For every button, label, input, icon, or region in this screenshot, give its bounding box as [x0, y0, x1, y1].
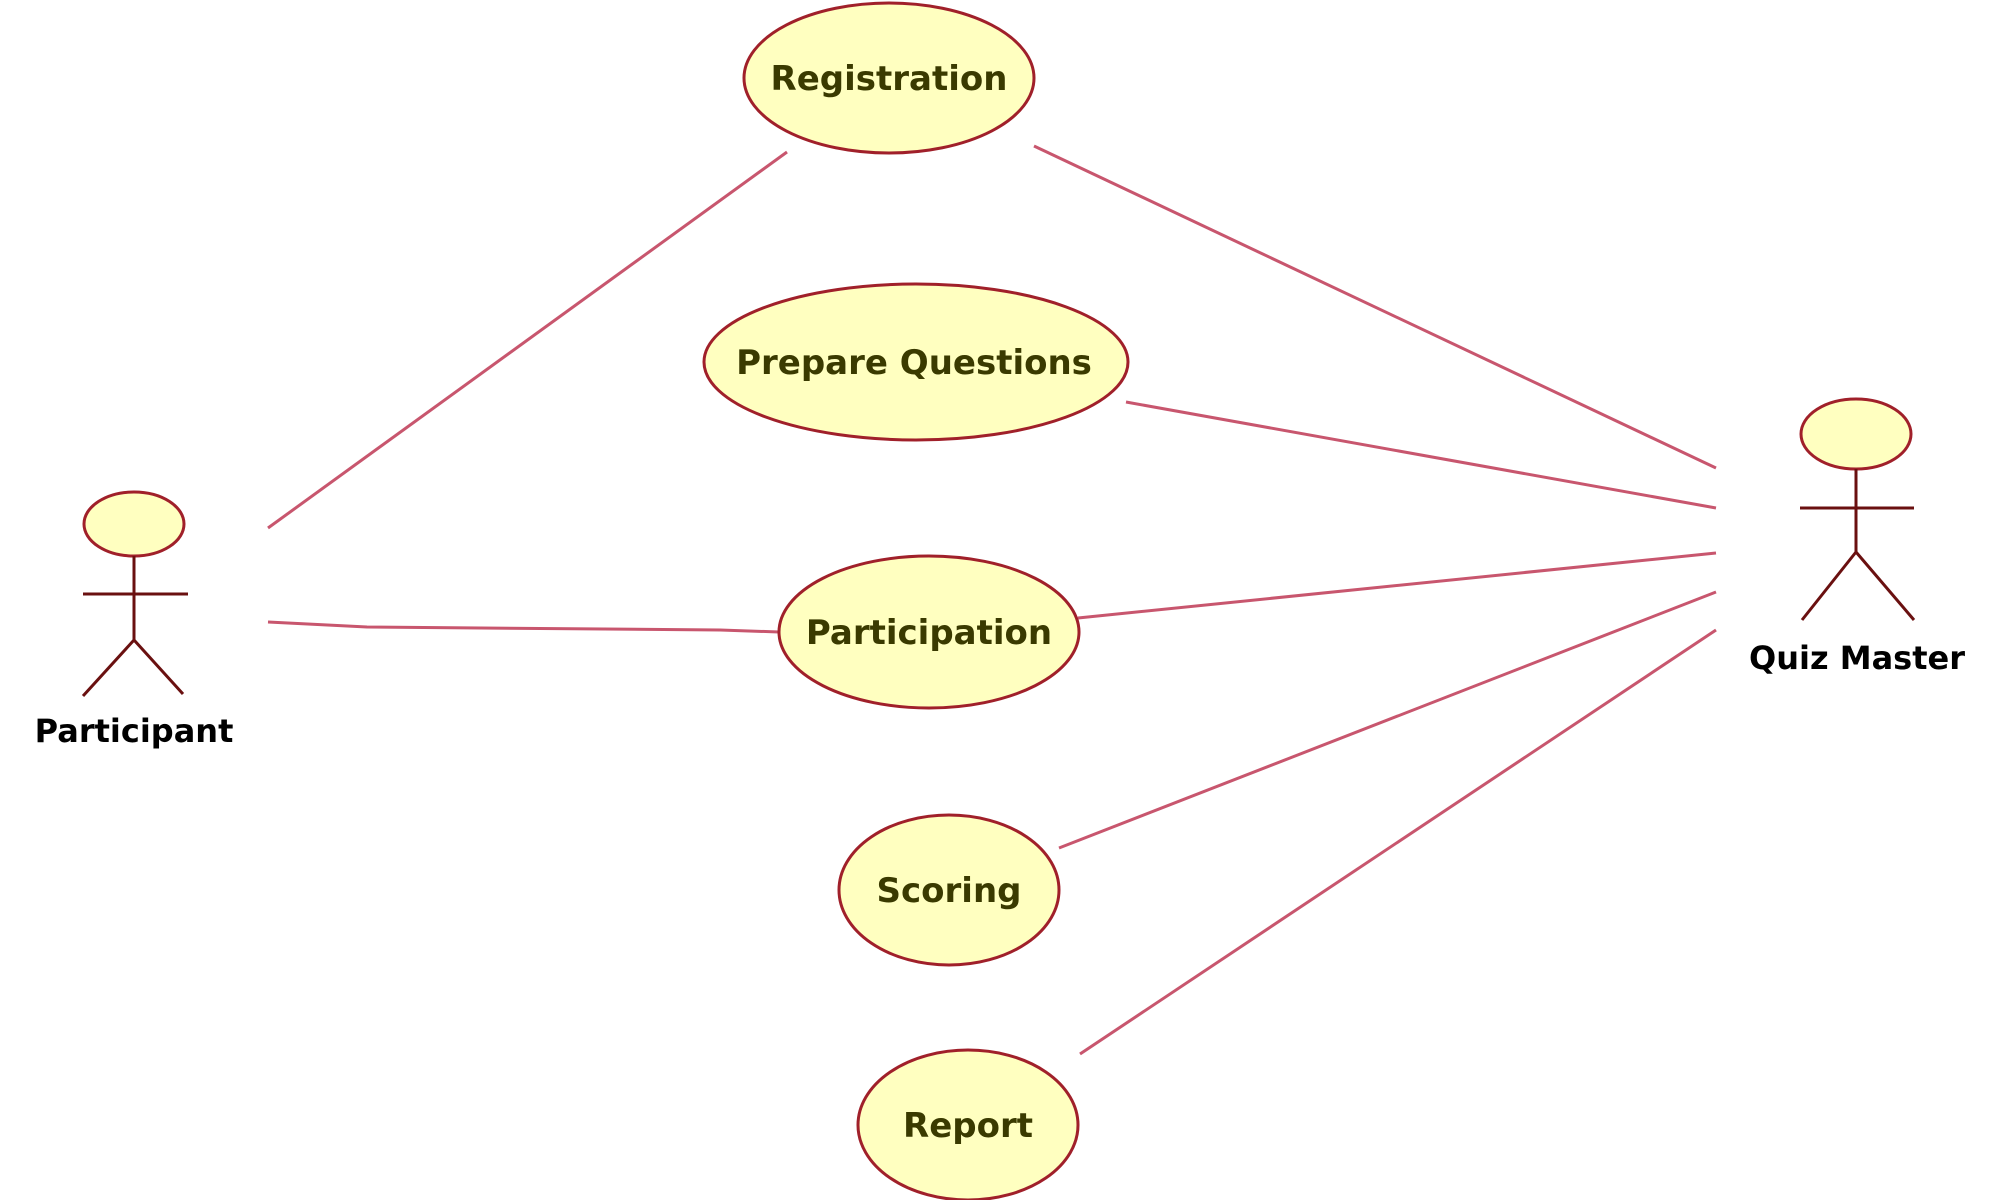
use-case-participation-shape [777, 554, 1081, 710]
actor-quiz-master-right-leg [1854, 551, 1916, 621]
association-participant-participation [267, 620, 780, 634]
use-case-prepare-questions-label: Prepare Questions [736, 343, 1092, 383]
actor-quiz-master-left-leg [1800, 551, 1858, 621]
association-quizmaster-participation [1077, 551, 1717, 620]
use-case-scoring-shape [837, 813, 1061, 967]
actor-participant-left-leg [81, 638, 136, 698]
actor-quiz-master-label: Quiz Master [1749, 639, 1965, 677]
association-quizmaster-prepare-questions [1125, 400, 1717, 510]
use-case-scoring-label: Scoring [877, 871, 1022, 911]
use-case-scoring[interactable]: Scoring [837, 813, 1061, 967]
association-participant-registration [267, 150, 788, 530]
association-quizmaster-report [1079, 628, 1717, 1056]
use-case-participation-label: Participation [806, 613, 1052, 653]
use-case-report-label: Report [903, 1106, 1033, 1146]
use-case-registration-shape [742, 1, 1036, 155]
actor-participant-head [82, 490, 186, 558]
stick-figure-icon [81, 490, 188, 698]
actor-participant-label: Participant [35, 712, 234, 750]
actor-quiz-master-head [1799, 397, 1913, 471]
actor-participant[interactable]: Participant [35, 490, 234, 750]
use-case-prepare-questions[interactable]: Prepare Questions [702, 282, 1130, 442]
association-quizmaster-registration [1033, 144, 1717, 470]
use-case-participation[interactable]: Participation [777, 554, 1081, 710]
use-case-prepare-questions-shape [702, 282, 1130, 442]
actor-quiz-master[interactable]: Quiz Master [1749, 397, 1965, 677]
use-case-registration-label: Registration [771, 59, 1008, 99]
use-case-registration[interactable]: Registration [742, 1, 1036, 155]
association-quizmaster-scoring [1058, 590, 1717, 850]
use-case-report-shape [856, 1048, 1080, 1200]
use-case-report[interactable]: Report [856, 1048, 1080, 1200]
stick-figure-icon [1799, 397, 1916, 621]
associations [267, 144, 1717, 1056]
actor-participant-right-leg [132, 638, 185, 696]
